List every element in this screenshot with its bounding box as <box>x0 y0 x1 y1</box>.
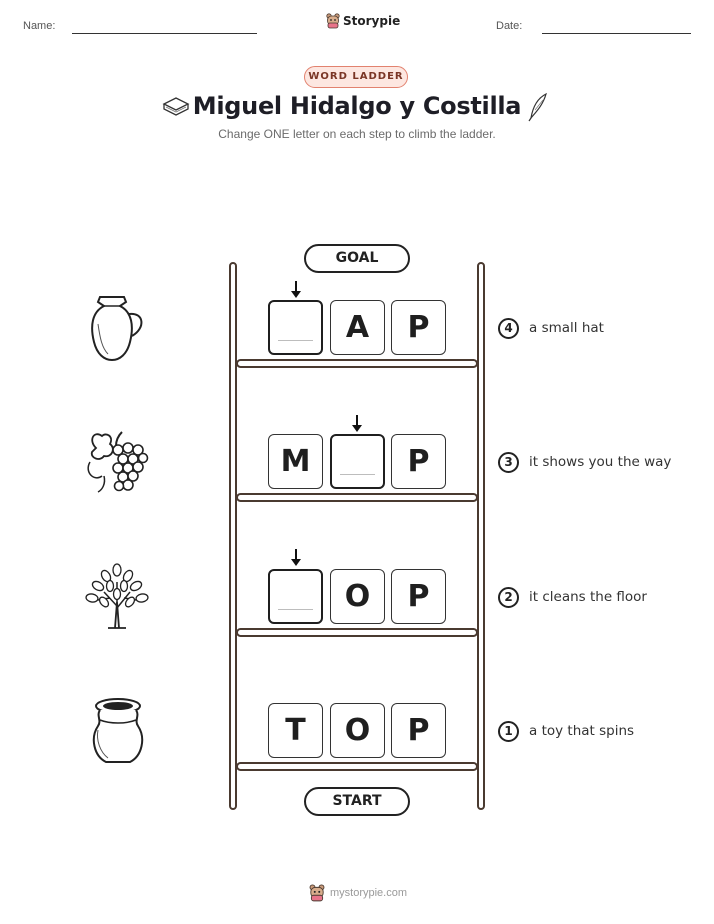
quill-icon <box>528 92 547 122</box>
start-label: START <box>304 787 410 816</box>
date-field[interactable] <box>542 33 691 34</box>
jug-icon <box>91 296 143 362</box>
clue-text: it cleans the floor <box>529 589 647 605</box>
change-arrow-icon <box>291 549 301 566</box>
letter-tile: O <box>330 569 385 624</box>
letter-input[interactable] <box>330 434 385 489</box>
ladder-rung <box>236 762 478 771</box>
letter-tile: P <box>391 434 446 489</box>
ladder-left-rail <box>229 262 237 810</box>
activity-badge: WORD LADDER <box>304 66 408 88</box>
letter-tile: A <box>330 300 385 355</box>
book-icon <box>162 97 190 116</box>
footer-url: mystorypie.com <box>330 887 408 899</box>
goal-label: GOAL <box>304 244 410 273</box>
bear-icon <box>309 884 325 902</box>
ladder-right-rail <box>477 262 485 810</box>
date-label: Date: <box>496 20 523 32</box>
tree-icon <box>85 563 149 629</box>
letter-tile: O <box>330 703 385 758</box>
grapes-icon <box>87 431 149 493</box>
ladder-rung <box>236 628 478 637</box>
letter-tile: T <box>268 703 323 758</box>
ladder-rung <box>236 359 478 368</box>
change-arrow-icon <box>291 281 301 298</box>
clue-number: 1 <box>498 721 519 742</box>
letter-tile: M <box>268 434 323 489</box>
pot-icon <box>92 698 144 763</box>
clue-number: 2 <box>498 587 519 608</box>
footer: mystorypie.com <box>309 884 407 902</box>
brand-name: Storypie <box>343 14 401 28</box>
letter-input[interactable] <box>268 569 323 624</box>
clue-text: a small hat <box>529 320 604 336</box>
change-arrow-icon <box>352 415 362 432</box>
letter-tile: P <box>391 300 446 355</box>
clue-number: 3 <box>498 452 519 473</box>
letter-tile: P <box>391 703 446 758</box>
letter-tile: P <box>391 569 446 624</box>
ladder-rung <box>236 493 478 502</box>
name-field[interactable] <box>72 33 257 34</box>
bear-icon <box>326 13 340 29</box>
clue-text: a toy that spins <box>529 723 635 739</box>
letter-input[interactable] <box>268 300 323 355</box>
clue-number: 4 <box>498 318 519 339</box>
name-label: Name: <box>23 20 56 32</box>
page-title: Miguel Hidalgo y Costilla <box>192 92 522 120</box>
brand-logo: Storypie <box>326 13 400 29</box>
instructions: Change ONE letter on each step to climb … <box>218 127 496 141</box>
clue-text: it shows you the way <box>529 454 672 470</box>
